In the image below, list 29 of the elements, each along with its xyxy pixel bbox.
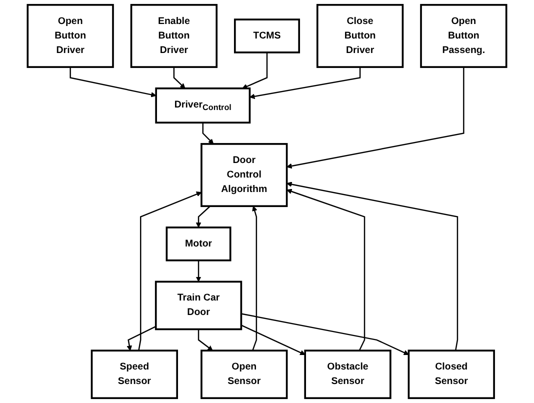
arrow	[242, 52, 268, 89]
arrow	[138, 192, 202, 351]
node-box	[200, 143, 288, 208]
arrow	[241, 313, 409, 356]
arrow	[286, 182, 458, 351]
node-box	[155, 87, 251, 124]
arrow	[249, 67, 361, 100]
node-box	[234, 18, 300, 54]
node-box	[420, 4, 508, 68]
arrow	[240, 324, 306, 356]
node-box	[154, 280, 242, 330]
arrow	[196, 206, 211, 228]
node-box	[316, 4, 404, 68]
arrow	[202, 122, 214, 144]
arrow	[196, 260, 202, 282]
arrow	[252, 206, 258, 351]
node-box	[90, 350, 178, 400]
node-box	[130, 4, 218, 68]
node-box	[200, 350, 288, 400]
arrow	[286, 188, 366, 351]
arrow	[286, 67, 464, 169]
node-box	[304, 350, 392, 400]
node-box	[408, 350, 495, 400]
node-box	[166, 226, 232, 262]
node-box	[26, 4, 114, 68]
arrow	[126, 326, 156, 351]
arrow	[70, 67, 156, 98]
arrow	[173, 67, 186, 89]
arrow	[198, 329, 213, 351]
